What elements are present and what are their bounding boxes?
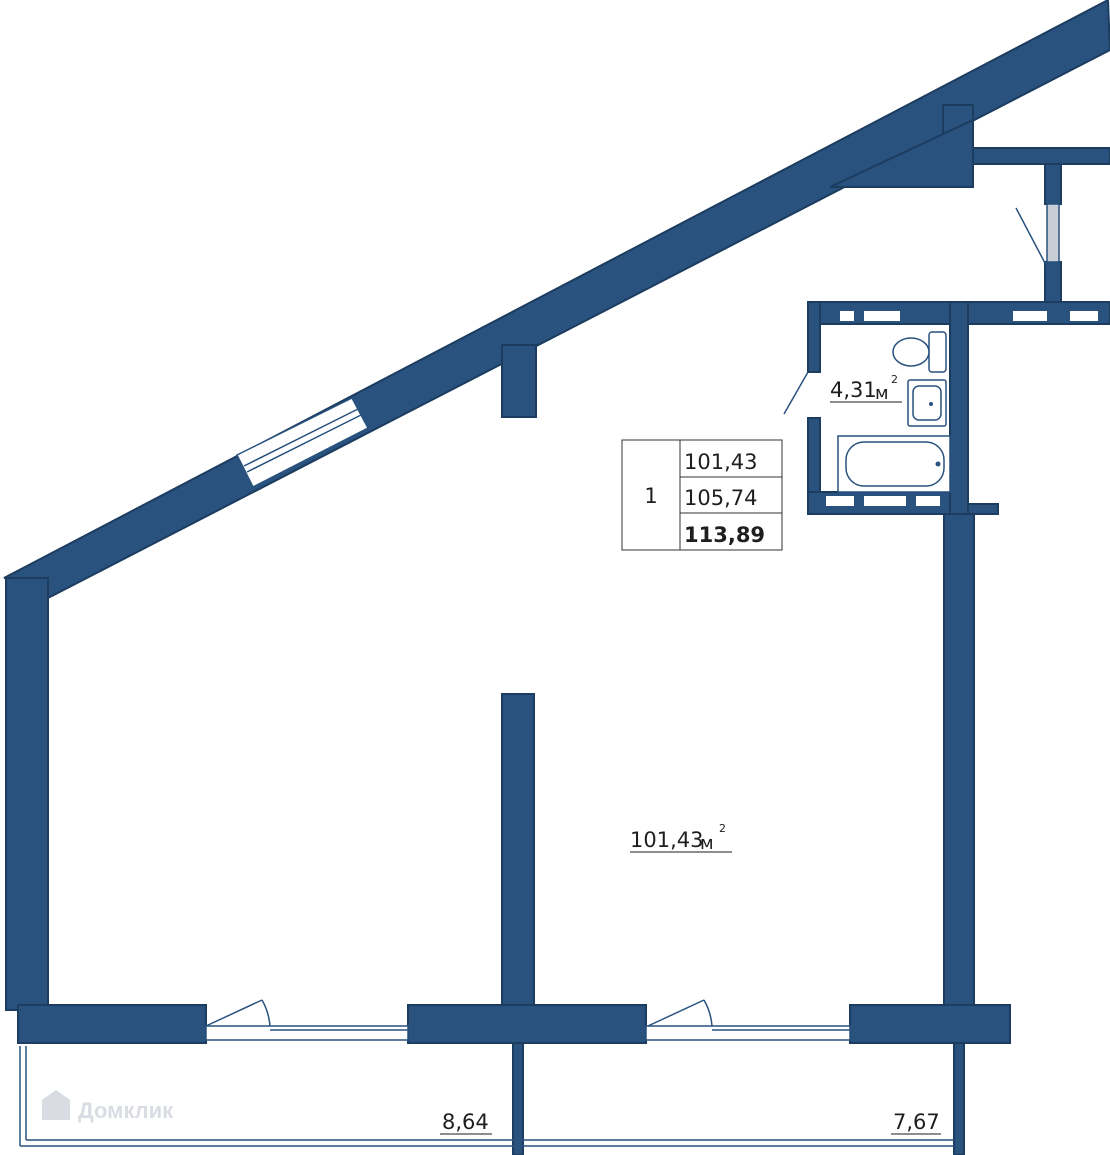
room-label-main: 101,43 м 2 <box>630 822 732 854</box>
room-label-bath: 4,31 м 2 <box>830 373 902 404</box>
balcony-door-1-leaf <box>205 999 263 1027</box>
sink-basin-icon <box>912 385 942 421</box>
balcony-door-2-arc <box>703 999 713 1027</box>
bath-vent-1 <box>840 311 854 321</box>
toilet-tank-icon <box>928 331 947 373</box>
domclick-logo-icon <box>42 1090 70 1120</box>
area-legend-table: 1 101,43 105,74 113,89 <box>621 439 783 551</box>
right-wall-stub <box>967 503 999 515</box>
balcony-left-area: 8,64 <box>442 1110 489 1134</box>
bath-vent-4 <box>1070 311 1098 321</box>
diagonal-window-pane <box>243 407 361 467</box>
bath-door-swing <box>783 371 809 415</box>
bottom-wall-mid <box>407 1004 647 1044</box>
bath-vent-2 <box>864 311 900 321</box>
bottom-window-2 <box>645 1025 851 1041</box>
bath-unit-sup: 2 <box>891 373 898 386</box>
legend-total-area: 105,74 <box>684 486 757 510</box>
bath-right-wall <box>949 301 969 515</box>
balcony-door-1-arc <box>261 999 271 1027</box>
balcony-door-2-leaf <box>647 999 705 1027</box>
interior-partition <box>501 693 535 1011</box>
domclick-watermark: Домклик <box>42 1090 174 1123</box>
main-room-area: 101,43 <box>630 828 703 852</box>
bottom-wall-left <box>17 1004 207 1044</box>
right-partition-upper <box>1044 163 1062 205</box>
main-room-unit: м <box>700 833 714 854</box>
bath-vent-3 <box>1013 311 1047 321</box>
right-door-swing <box>1015 207 1047 266</box>
legend-total-with-balcony: 113,89 <box>684 523 765 547</box>
watermark-text: Домклик <box>78 1098 174 1123</box>
right-partition-door <box>1046 203 1060 263</box>
toilet-bowl-icon <box>892 337 930 367</box>
sink-drain-icon <box>929 402 933 406</box>
diagonal-window-pane-2 <box>246 413 364 473</box>
right-partition-lower <box>1044 261 1062 303</box>
main-room-unit-sup: 2 <box>719 822 726 835</box>
balcony-right-post <box>953 1042 965 1155</box>
right-main-wall <box>943 513 975 1011</box>
legend-living-area: 101,43 <box>684 450 757 474</box>
legend-room-number: 1 <box>644 484 657 508</box>
left-exterior-wall <box>5 577 49 1011</box>
bottom-window-1 <box>205 1025 409 1041</box>
top-right-horizontal-wall <box>972 147 1110 165</box>
bath-vent-7 <box>916 496 940 506</box>
balcony-right-area: 7,67 <box>893 1110 940 1134</box>
bath-vent-5 <box>826 496 854 506</box>
bathtub-inner-icon <box>845 441 945 487</box>
bottom-wall-right <box>849 1004 1011 1044</box>
interior-column <box>501 344 537 418</box>
balcony-divider <box>512 1042 524 1155</box>
bathtub-drain-icon <box>935 461 941 467</box>
bath-left-wall-upper <box>807 301 821 373</box>
bath-area: 4,31 <box>830 378 877 402</box>
bath-unit: м <box>875 383 889 404</box>
bath-vent-6 <box>864 496 906 506</box>
